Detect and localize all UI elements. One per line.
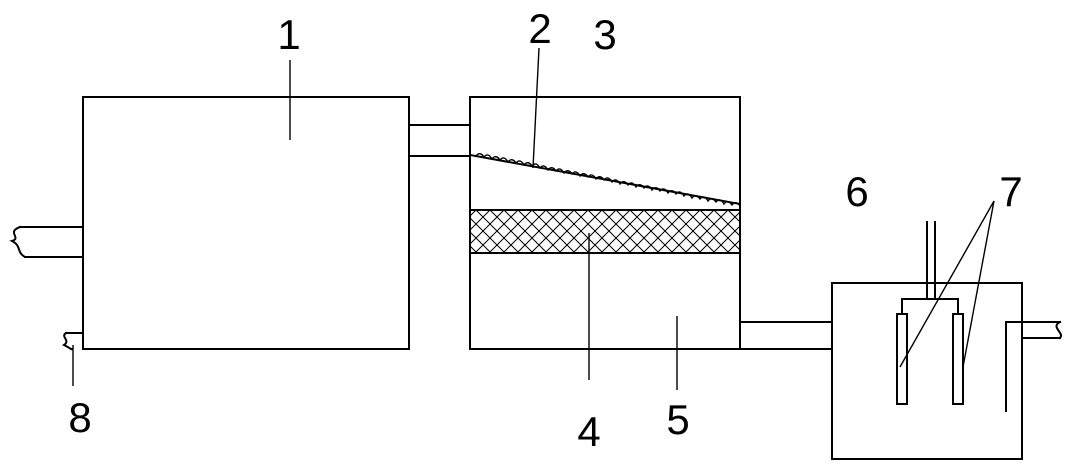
filter-media bbox=[469, 209, 741, 380]
outlet-pipe bbox=[1005, 320, 1063, 412]
label-4: 4 bbox=[577, 408, 600, 455]
tank-6 bbox=[831, 282, 1023, 460]
label-3: 3 bbox=[593, 11, 616, 58]
inlet-pipe bbox=[9, 225, 84, 259]
label-8: 8 bbox=[68, 394, 91, 441]
tank-1 bbox=[82, 60, 410, 350]
label-6: 6 bbox=[845, 168, 868, 215]
label-2: 2 bbox=[528, 5, 551, 52]
electrodes bbox=[896, 200, 995, 405]
sloped-screen bbox=[468, 47, 742, 207]
drain-pipe bbox=[62, 331, 84, 386]
connecting-pipe-2 bbox=[739, 321, 833, 350]
connecting-pipe-1 bbox=[408, 124, 471, 157]
label-5: 5 bbox=[666, 396, 689, 443]
label-1: 1 bbox=[277, 11, 300, 58]
label-7: 7 bbox=[999, 168, 1022, 215]
